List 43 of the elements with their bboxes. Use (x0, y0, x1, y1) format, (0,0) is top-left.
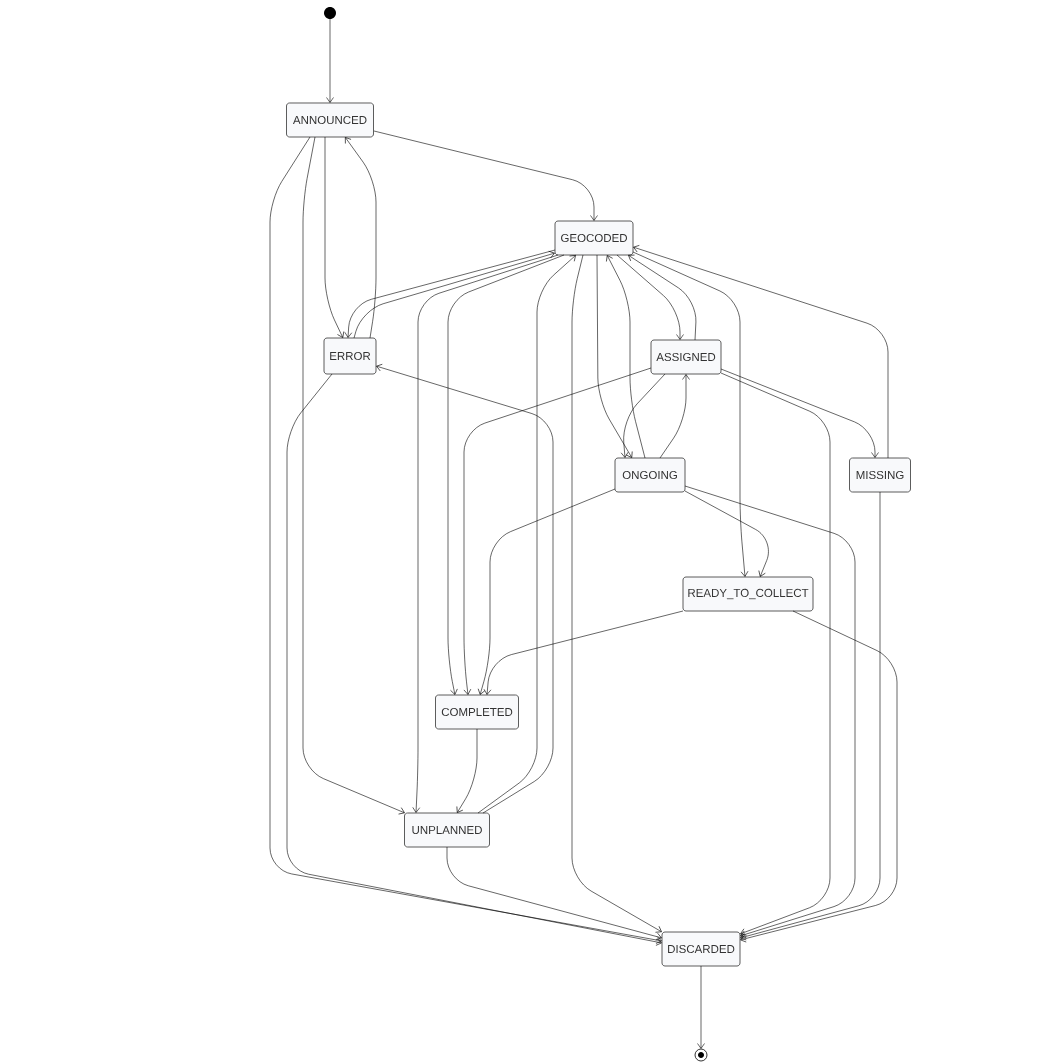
arrow (720, 368, 879, 458)
arrow (684, 485, 856, 938)
arrow (633, 245, 889, 459)
state-box: ERROR (323, 337, 377, 375)
arrow (697, 965, 705, 1049)
state-box: READY_TO_COLLECT (682, 576, 814, 612)
arrow (483, 610, 684, 695)
arrow (684, 490, 769, 577)
arrow (606, 255, 646, 459)
state-box: COMPLETED (435, 694, 519, 730)
state-box: DISCARDED (661, 931, 741, 967)
arrow (463, 367, 652, 695)
arrow (632, 251, 749, 577)
state-box: ONGOING (614, 457, 686, 493)
arrow (477, 255, 576, 814)
arrow (446, 846, 662, 941)
arrow (302, 136, 405, 815)
arrow (477, 488, 616, 695)
arrow (269, 136, 662, 944)
arrow (596, 254, 633, 458)
arrow (740, 610, 898, 943)
arrow (616, 254, 684, 340)
state-box: UNPLANNED (404, 812, 490, 848)
arrow (376, 363, 554, 814)
arrow (324, 136, 345, 338)
arrow (345, 137, 377, 339)
arrow (628, 254, 697, 341)
arrow (659, 374, 690, 459)
arrow (571, 254, 662, 933)
arrow (620, 373, 666, 458)
arrow (412, 254, 559, 813)
end-marker (694, 1048, 708, 1062)
arrow (286, 373, 662, 946)
state-box: MISSING (849, 457, 911, 493)
state-box: GEOCODED (554, 220, 634, 256)
arrow (447, 254, 565, 695)
arrow (456, 728, 478, 813)
arrow (720, 372, 831, 936)
arrow (740, 491, 881, 941)
arrow (373, 130, 598, 221)
state-box: ASSIGNED (650, 339, 722, 375)
state-box: ANNOUNCED (286, 102, 374, 138)
arrow (326, 18, 334, 103)
